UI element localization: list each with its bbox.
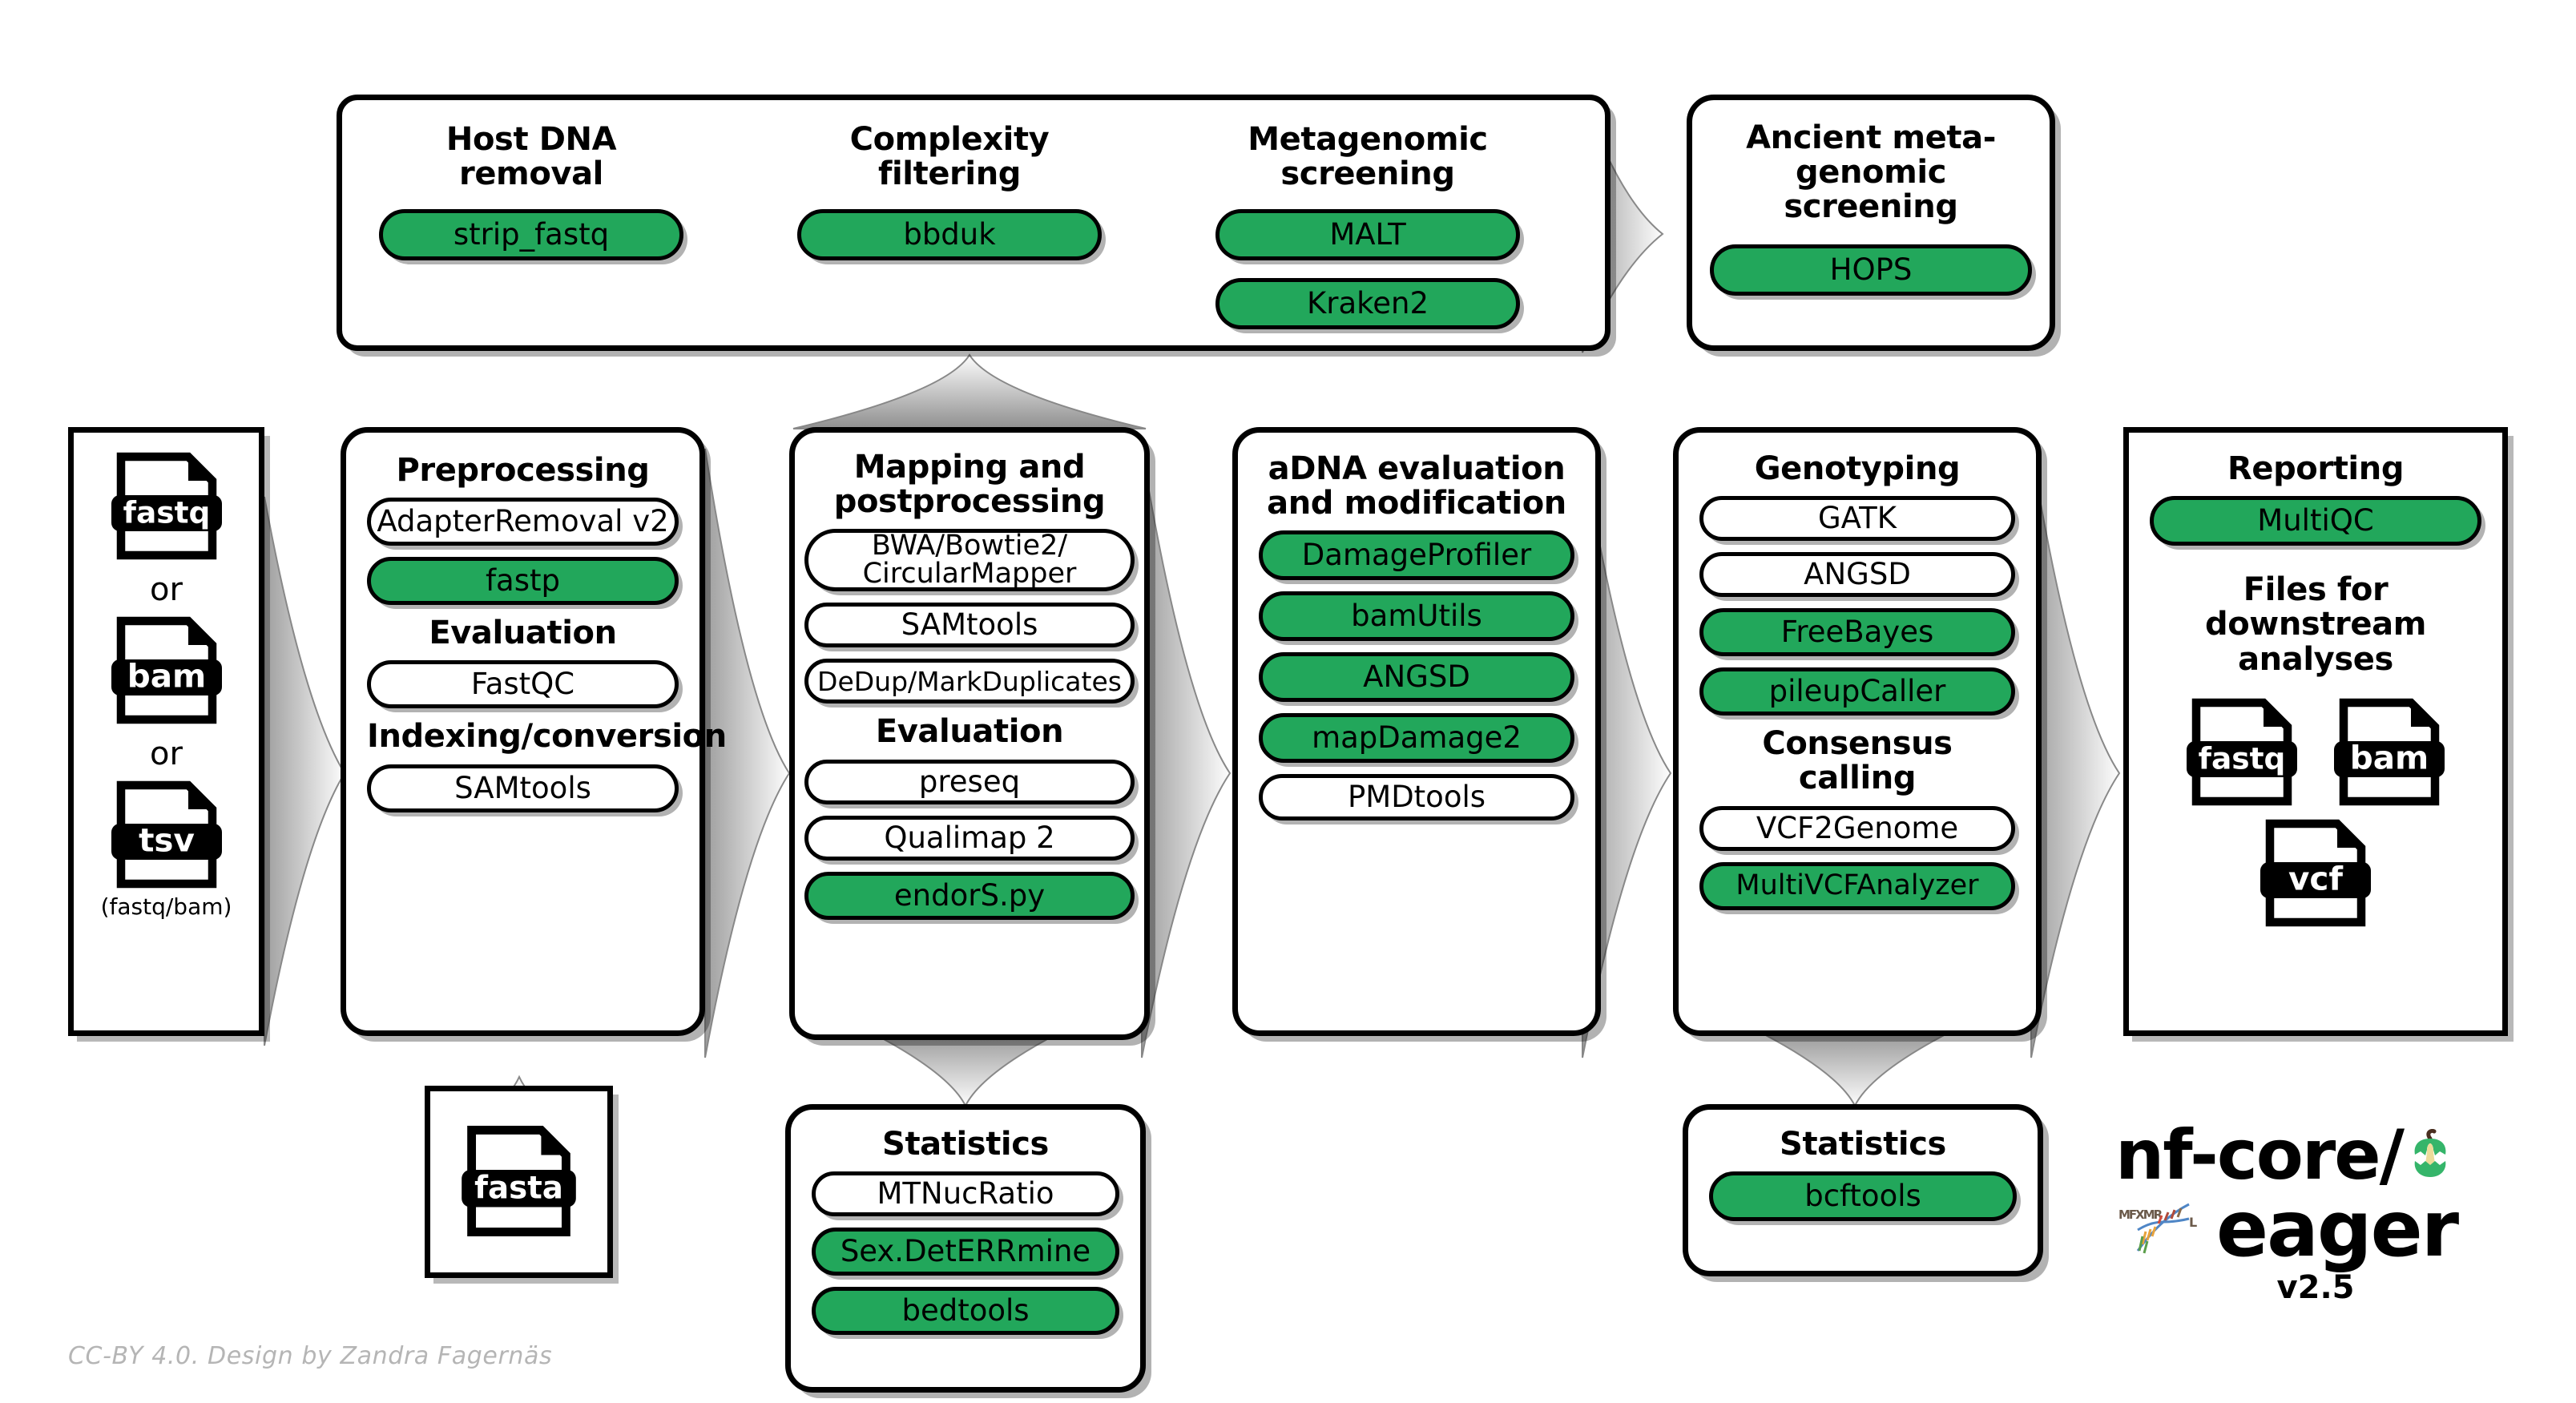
tool-pill[interactable]: FreeBayes: [1699, 608, 2015, 657]
logo-version: v2.5: [2276, 1269, 2355, 1306]
screening-section-host-dna: Host DNA removal strip_fastq: [379, 121, 683, 261]
tool-pill[interactable]: PMDtools: [1259, 774, 1574, 821]
box-title: Reporting: [2227, 450, 2405, 487]
svg-text:fastq: fastq: [123, 495, 210, 530]
tool-pill[interactable]: SAMtools: [804, 603, 1135, 648]
input-files-box: fastq or bam or tsv: [68, 427, 264, 1036]
tool-pill[interactable]: MTNucRatio: [812, 1171, 1119, 1217]
tool-pill[interactable]: HOPS: [1710, 244, 2032, 296]
tool-pill[interactable]: DamageProfiler: [1259, 530, 1574, 581]
dna-helix-icon: MFXMR L: [2115, 1184, 2211, 1274]
downstream-heading: Files for downstream analyses: [2204, 571, 2426, 678]
tool-pill[interactable]: Kraken2: [1215, 278, 1520, 330]
tool-pill[interactable]: ANGSD: [1259, 652, 1574, 703]
section-title: Complexity filtering: [849, 121, 1050, 193]
tool-pill[interactable]: SAMtools: [367, 764, 679, 812]
box-title: Statistics: [1780, 1126, 1946, 1163]
tool-pill[interactable]: mapDamage2: [1259, 713, 1574, 764]
screening-strip-box: Host DNA removal strip_fastq Complexity …: [337, 95, 1611, 351]
fastq-file-icon: fastq: [2182, 698, 2302, 806]
screening-section-metagenomic: Metagenomic screening MALT Kraken2: [1215, 121, 1520, 330]
box-title: Genotyping: [1754, 450, 1961, 487]
reference-fasta-box: fasta: [425, 1086, 613, 1278]
statistics-genotyping-box: Statistics bcftools: [1683, 1104, 2043, 1276]
fasta-file-icon: fasta: [457, 1125, 581, 1237]
svg-text:bam: bam: [127, 657, 206, 695]
tool-pill[interactable]: strip_fastq: [379, 209, 683, 261]
screening-section-complexity: Complexity filtering bbduk: [797, 121, 1102, 261]
box-title: Statistics: [882, 1126, 1049, 1163]
tsv-file-icon: tsv: [107, 780, 227, 889]
svg-text:bam: bam: [2350, 738, 2429, 776]
arrow-genotyping-to-reporting: [2030, 448, 2121, 1058]
tool-pill[interactable]: BWA/Bowtie2/ CircularMapper: [804, 529, 1135, 592]
section-title: Metagenomic screening: [1248, 121, 1488, 193]
tool-pill[interactable]: MultiQC: [2150, 496, 2481, 546]
arrow-genotyping-to-statistics: [1762, 1033, 1948, 1108]
tool-pill[interactable]: DeDup/MarkDuplicates: [804, 659, 1135, 704]
tool-pill[interactable]: endorS.py: [804, 871, 1135, 920]
credit-text: CC-BY 4.0. Design by Zandra Fagernäs: [68, 1342, 553, 1370]
ancient-screening-box: Ancient meta- genomic screening HOPS: [1687, 95, 2055, 351]
logo-line-pipeline: MFXMR L eager: [2115, 1184, 2516, 1274]
section-title: Host DNA removal: [445, 121, 617, 193]
box-title: Ancient meta- genomic screening: [1746, 119, 1996, 226]
logo-line-org: nf-core/: [2115, 1115, 2516, 1195]
tool-pill[interactable]: AdapterRemoval v2: [367, 498, 679, 546]
svg-text:MFXMR: MFXMR: [2118, 1207, 2163, 1222]
tool-pill[interactable]: bcftools: [1709, 1171, 2017, 1222]
group-heading: Consensus calling: [1762, 725, 1953, 797]
tool-pill[interactable]: fastp: [367, 557, 679, 606]
logo-org-text: nf-core/: [2115, 1115, 2405, 1195]
tool-pill[interactable]: ANGSD: [1699, 552, 2015, 598]
tool-pill[interactable]: preseq: [804, 759, 1135, 804]
tool-pill[interactable]: GATK: [1699, 496, 2015, 542]
tool-pill[interactable]: Qualimap 2: [804, 815, 1135, 861]
svg-text:fastq: fastq: [2199, 740, 2286, 776]
mapping-box: Mapping and postprocessing BWA/Bowtie2/ …: [789, 427, 1150, 1040]
genotyping-box: Genotyping GATK ANGSD FreeBayes pileupCa…: [1673, 427, 2042, 1036]
vcf-file-icon: vcf: [2256, 819, 2376, 927]
svg-text:tsv: tsv: [139, 821, 195, 860]
tool-pill[interactable]: bamUtils: [1259, 591, 1574, 642]
adna-evaluation-box: aDNA evaluation and modification DamageP…: [1232, 427, 1601, 1036]
fastq-file-icon: fastq: [107, 452, 227, 560]
tool-pill[interactable]: bbduk: [797, 209, 1102, 261]
box-title: aDNA evaluation and modification: [1267, 450, 1566, 522]
group-heading: Evaluation: [429, 615, 617, 652]
tool-pill[interactable]: bedtools: [812, 1287, 1119, 1336]
tool-pill[interactable]: Sex.DetERRmine: [812, 1228, 1119, 1276]
apple-core-icon: [2409, 1115, 2451, 1195]
box-title: Mapping and postprocessing: [833, 449, 1106, 521]
reporting-box: Reporting MultiQC Files for downstream a…: [2123, 427, 2508, 1036]
or-label-2: or: [150, 736, 183, 772]
statistics-mapping-box: Statistics MTNucRatio Sex.DetERRmine bed…: [785, 1104, 1146, 1393]
group-heading: Indexing/conversion: [367, 718, 727, 756]
or-label-1: or: [150, 571, 183, 608]
box-title: Preprocessing: [396, 452, 650, 489]
group-heading: Evaluation: [875, 713, 1064, 751]
bam-file-icon: bam: [2329, 698, 2449, 806]
nf-core-eager-logo: nf-core/ MFXMR L: [2115, 1115, 2516, 1306]
arrow-mapping-to-statistics: [873, 1033, 1058, 1108]
tool-pill[interactable]: MultiVCFAnalyzer: [1699, 861, 2015, 910]
arrow-mapping-to-screening-strip: [792, 353, 1147, 429]
logo-pipeline-text: eager: [2216, 1184, 2459, 1274]
arrow-input-to-preprocessing: [264, 496, 346, 1046]
tool-pill[interactable]: VCF2Genome: [1699, 805, 2015, 851]
tool-pill[interactable]: FastQC: [367, 660, 679, 709]
tool-pill[interactable]: MALT: [1215, 209, 1520, 261]
svg-text:vcf: vcf: [2288, 859, 2343, 897]
input-note: (fastq/bam): [100, 893, 232, 920]
svg-text:fasta: fasta: [474, 1171, 563, 1207]
preprocessing-box: Preprocessing AdapterRemoval v2 fastp Ev…: [341, 427, 727, 1036]
tool-pill[interactable]: pileupCaller: [1699, 667, 2015, 716]
svg-text:L: L: [2189, 1215, 2197, 1230]
arrow-mapping-to-adna: [1141, 448, 1232, 1058]
bam-file-icon: bam: [107, 616, 227, 724]
